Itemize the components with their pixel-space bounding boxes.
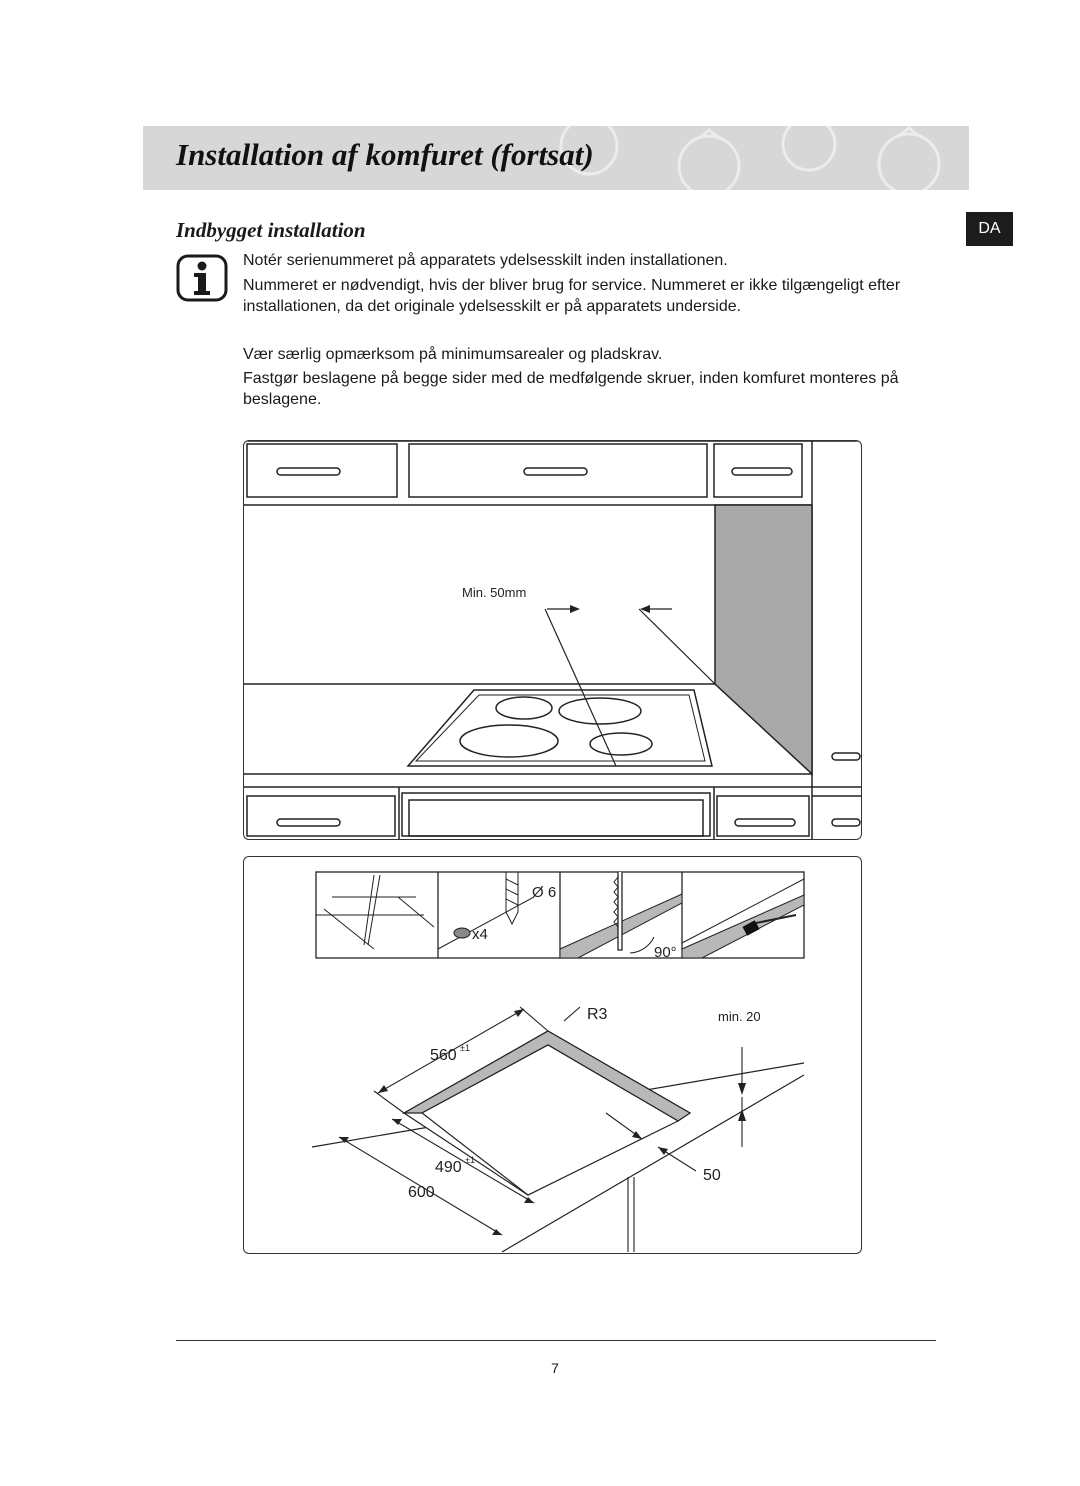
section-subtitle: Indbygget installation [176,218,366,242]
side-wall-panel [714,504,813,776]
step-drill: Ø 6 x4 [437,872,556,950]
cutout-dimensions-diagram: Ø 6 x4 90° [243,856,862,1254]
paragraph-service: Nummeret er nødvendigt, hvis der bliver … [243,277,901,315]
paragraph-brackets: Fastgør beslagene på begge sider med de … [243,370,899,408]
step-saw: 90° [559,872,683,961]
info-icon [176,254,228,302]
header-banner: Installation af komfuret (fortsat) [143,126,969,190]
language-badge: DA [966,212,1013,246]
step-sealing [681,878,805,959]
depth-label: 560 [430,1047,457,1064]
width-label: 490 [435,1159,462,1176]
min-clearance-label: Min. 50mm [462,585,526,600]
hob [406,689,713,767]
upper-cabinet-left [246,443,398,498]
radius-label: R3 [587,1006,608,1023]
angle-label: 90° [654,944,677,961]
step-marking [316,874,435,950]
footer-rule [176,1340,936,1341]
kitchen-installation-diagram: Min. 50mm [243,440,862,840]
worktop-width-label: 600 [408,1184,435,1201]
min-distance-label: min. 20 [718,1009,761,1024]
paragraph-serial: Notér serienummeret på apparatets ydelse… [243,252,728,269]
upper-cabinet-middle [408,443,708,498]
edge-distance-label: 50 [703,1167,721,1184]
screws-label: x4 [472,926,488,943]
drill-label: Ø 6 [532,884,556,901]
cutout-opening [420,1044,680,1196]
paragraph-clearance: Vær særlig opmærksom på minimumsarealer … [243,346,663,363]
tomato-decoration [559,126,941,190]
page-number: 7 [551,1360,559,1376]
upper-cabinet-right [713,443,803,498]
depth-tolerance: ±1 [460,1043,470,1053]
page-title: Installation af komfuret (fortsat) [176,137,594,172]
width-tolerance: ±1 [465,1155,475,1165]
